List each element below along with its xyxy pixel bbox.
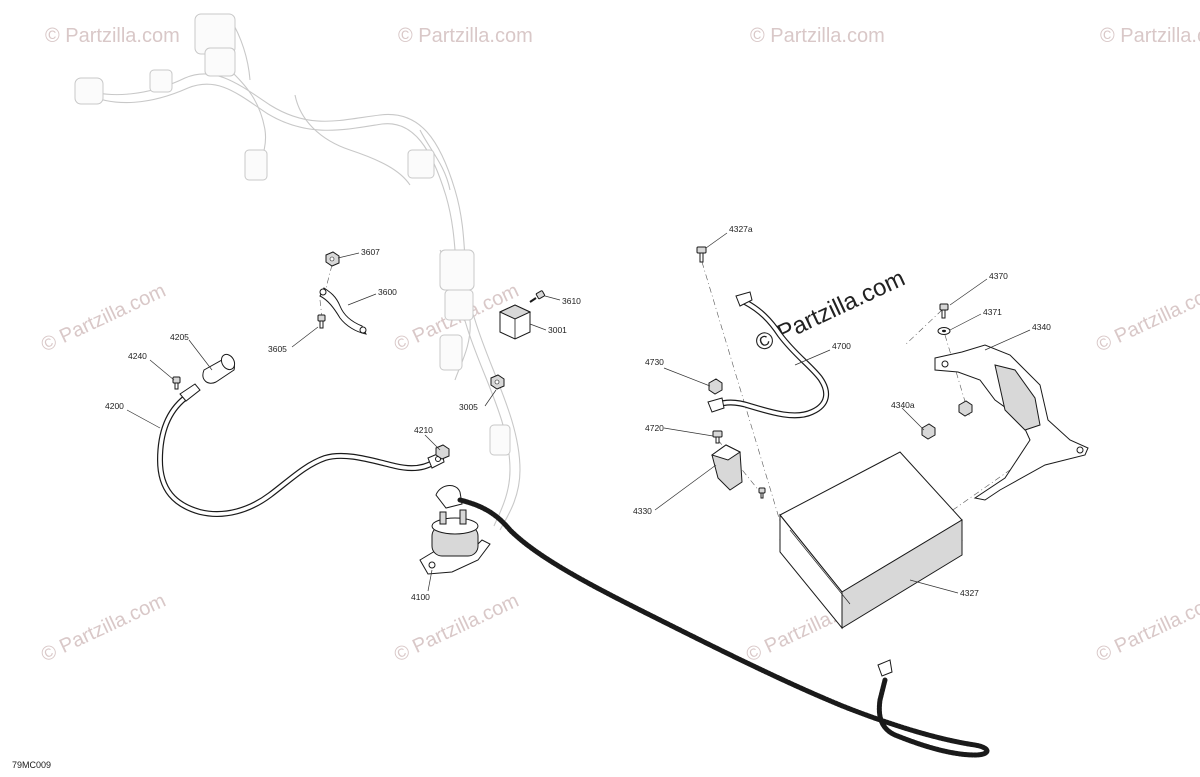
ghost-wiring-harness xyxy=(74,13,521,531)
callout-3001: 3001 xyxy=(548,325,567,335)
part-3610-bolt xyxy=(529,290,546,303)
callout-3600: 3600 xyxy=(378,287,397,297)
watermark-large: © Partzilla.com xyxy=(751,265,909,358)
callout-4371: 4371 xyxy=(983,307,1002,317)
callout-4327: 4327 xyxy=(960,588,979,598)
watermark: © Partzilla.com xyxy=(38,280,169,357)
callout-4327a: 4327a xyxy=(729,224,753,234)
part-4340-bracket xyxy=(934,344,1089,501)
callout-3607: 3607 xyxy=(361,247,380,257)
callout-4340a: 4340a xyxy=(891,400,915,410)
part-4720-bolt xyxy=(712,430,723,444)
diagram-code: 79MC009 xyxy=(12,760,51,770)
watermark: © Partzilla.com xyxy=(750,25,885,47)
callout-4240: 4240 xyxy=(128,351,147,361)
part-4330-cover xyxy=(710,444,743,491)
callout-3610: 3610 xyxy=(562,296,581,306)
callout-4370: 4370 xyxy=(989,271,1008,281)
callout-3005: 3005 xyxy=(459,402,478,412)
part-4340a-nut xyxy=(921,423,936,440)
callout-4720: 4720 xyxy=(645,423,664,433)
callout-4700: 4700 xyxy=(832,341,851,351)
watermark: © Partzilla.com xyxy=(398,25,533,47)
part-4327a-bolt xyxy=(696,246,707,263)
watermark: © Partzilla.com xyxy=(1093,280,1200,357)
watermark-layer: © Partzilla.com © Partzilla.com © Partzi… xyxy=(38,25,1200,667)
callout-4200: 4200 xyxy=(105,401,124,411)
callout-3605: 3605 xyxy=(268,344,287,354)
part-4240-bolt xyxy=(172,376,181,390)
callout-4100: 4100 xyxy=(411,592,430,602)
callout-4330: 4330 xyxy=(633,506,652,516)
watermark: © Partzilla.com xyxy=(45,25,180,47)
part-3005-nut xyxy=(490,374,505,390)
callout-4210: 4210 xyxy=(414,425,433,435)
part-3001-relay xyxy=(498,304,532,340)
callout-4205: 4205 xyxy=(170,332,189,342)
part-4370-bolt xyxy=(939,303,949,319)
watermark: © Partzilla.com xyxy=(1100,25,1200,47)
callout-4730: 4730 xyxy=(645,357,664,367)
part-nut-bracket xyxy=(958,400,973,417)
part-3600-bracket xyxy=(319,287,367,335)
leader-lines xyxy=(126,232,1031,594)
callout-4340: 4340 xyxy=(1032,322,1051,332)
part-small-bolt xyxy=(758,487,766,499)
part-braided-harness xyxy=(457,497,990,758)
part-3605-bolt xyxy=(317,314,326,329)
part-4210-nut xyxy=(435,444,450,460)
watermark: © Partzilla.com xyxy=(1093,590,1200,667)
part-4371-washer xyxy=(937,327,951,335)
callout-labels: 3607 3600 3605 3610 3001 3005 4205 4240 … xyxy=(105,224,1051,602)
part-4730-nut xyxy=(708,378,723,395)
part-3607-nut xyxy=(325,251,340,267)
part-4205-boot xyxy=(202,353,236,384)
part-4200-cable xyxy=(156,383,445,517)
part-4700-cable xyxy=(707,291,830,419)
part-4100-solenoid xyxy=(419,485,491,575)
part-4327-battery xyxy=(779,451,963,630)
watermark: © Partzilla.com xyxy=(38,590,169,667)
